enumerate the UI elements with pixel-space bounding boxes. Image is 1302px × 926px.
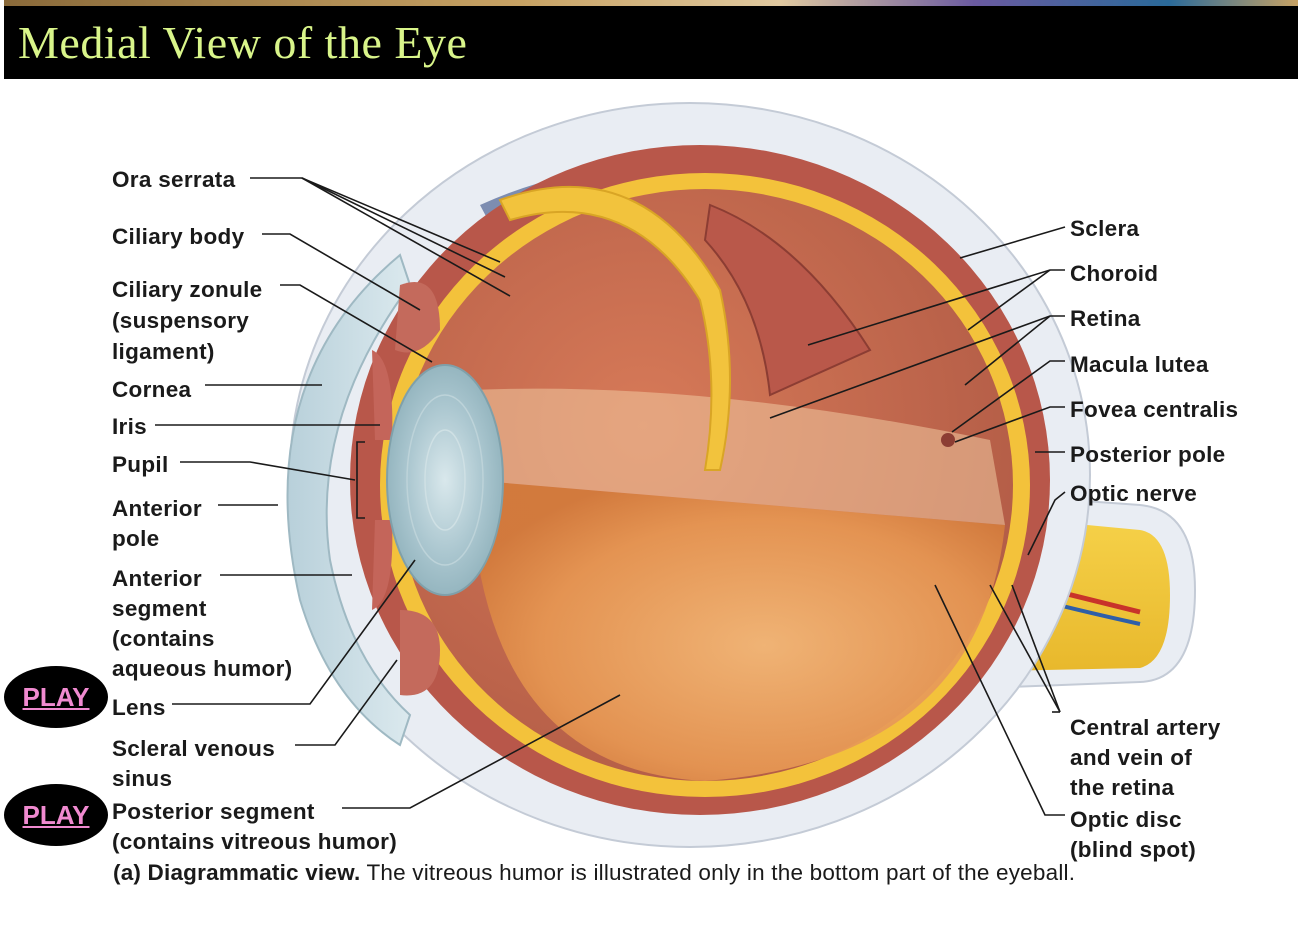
label-anterior-segment-4: aqueous humor) <box>112 656 293 681</box>
label-ora-serrata: Ora serrata <box>112 167 236 192</box>
label-ciliary-zonule-2: (suspensory <box>112 308 250 333</box>
label-central-artery-2: and vein of <box>1070 745 1193 770</box>
title-bar: Medial View of the Eye <box>4 0 1298 79</box>
label-fovea-centralis: Fovea centralis <box>1070 397 1239 422</box>
label-iris: Iris <box>112 414 147 439</box>
caption-bold: (a) Diagrammatic view. <box>113 860 361 885</box>
play-button-label: PLAY <box>22 681 90 712</box>
label-scleral-sinus-1: Scleral venous <box>112 736 276 761</box>
cornea-shape <box>286 253 412 747</box>
play-button-lens[interactable]: PLAY <box>4 666 108 728</box>
label-anterior-segment-1: Anterior <box>112 566 202 591</box>
title-decor-strip <box>4 0 1298 6</box>
label-anterior-pole-1: Anterior <box>112 496 202 521</box>
label-cornea: Cornea <box>112 377 192 402</box>
label-posterior-segment-2: (contains vitreous humor) <box>112 829 398 854</box>
play-button-label: PLAY <box>22 799 90 830</box>
ciliary-body-lower <box>400 610 440 696</box>
label-ciliary-zonule-1: Ciliary zonule <box>112 277 263 302</box>
label-macula-lutea: Macula lutea <box>1070 352 1209 377</box>
iris-lower <box>372 520 393 610</box>
iris-upper <box>372 350 393 440</box>
retina-flap <box>498 185 731 471</box>
label-optic-nerve: Optic nerve <box>1070 481 1198 506</box>
label-anterior-segment-2: segment <box>112 596 207 621</box>
label-choroid: Choroid <box>1070 261 1159 286</box>
figure-caption: (a) Diagrammatic view. The vitreous humo… <box>113 860 1075 886</box>
label-sclera: Sclera <box>1070 216 1140 241</box>
label-retina: Retina <box>1070 306 1141 331</box>
label-central-artery-3: the retina <box>1070 775 1175 800</box>
label-ciliary-body: Ciliary body <box>112 224 245 249</box>
page-title: Medial View of the Eye <box>18 17 468 68</box>
fovea-dot <box>941 433 955 447</box>
label-posterior-segment-1: Posterior segment <box>112 799 315 824</box>
ciliary-body-shape <box>395 282 440 353</box>
label-anterior-pole-2: pole <box>112 526 160 551</box>
label-ciliary-zonule-3: ligament) <box>112 339 215 364</box>
label-posterior-pole: Posterior pole <box>1070 442 1226 467</box>
label-anterior-segment-3: (contains <box>112 626 215 651</box>
choroid-flap <box>703 203 872 397</box>
label-pupil: Pupil <box>112 452 169 477</box>
vitreous-humor <box>470 480 1005 781</box>
lens-shape <box>386 364 504 596</box>
play-button-posterior-segment[interactable]: PLAY <box>4 784 108 846</box>
label-central-artery-1: Central artery <box>1070 715 1221 740</box>
label-scleral-sinus-2: sinus <box>112 766 173 791</box>
caption-rest: The vitreous humor is illustrated only i… <box>360 860 1076 885</box>
vitreous-upper-band <box>470 388 1005 525</box>
label-optic-disc-2: (blind spot) <box>1070 837 1197 862</box>
label-optic-disc-1: Optic disc <box>1070 807 1182 832</box>
label-lens: Lens <box>112 695 166 720</box>
leader-lines <box>155 177 1066 816</box>
